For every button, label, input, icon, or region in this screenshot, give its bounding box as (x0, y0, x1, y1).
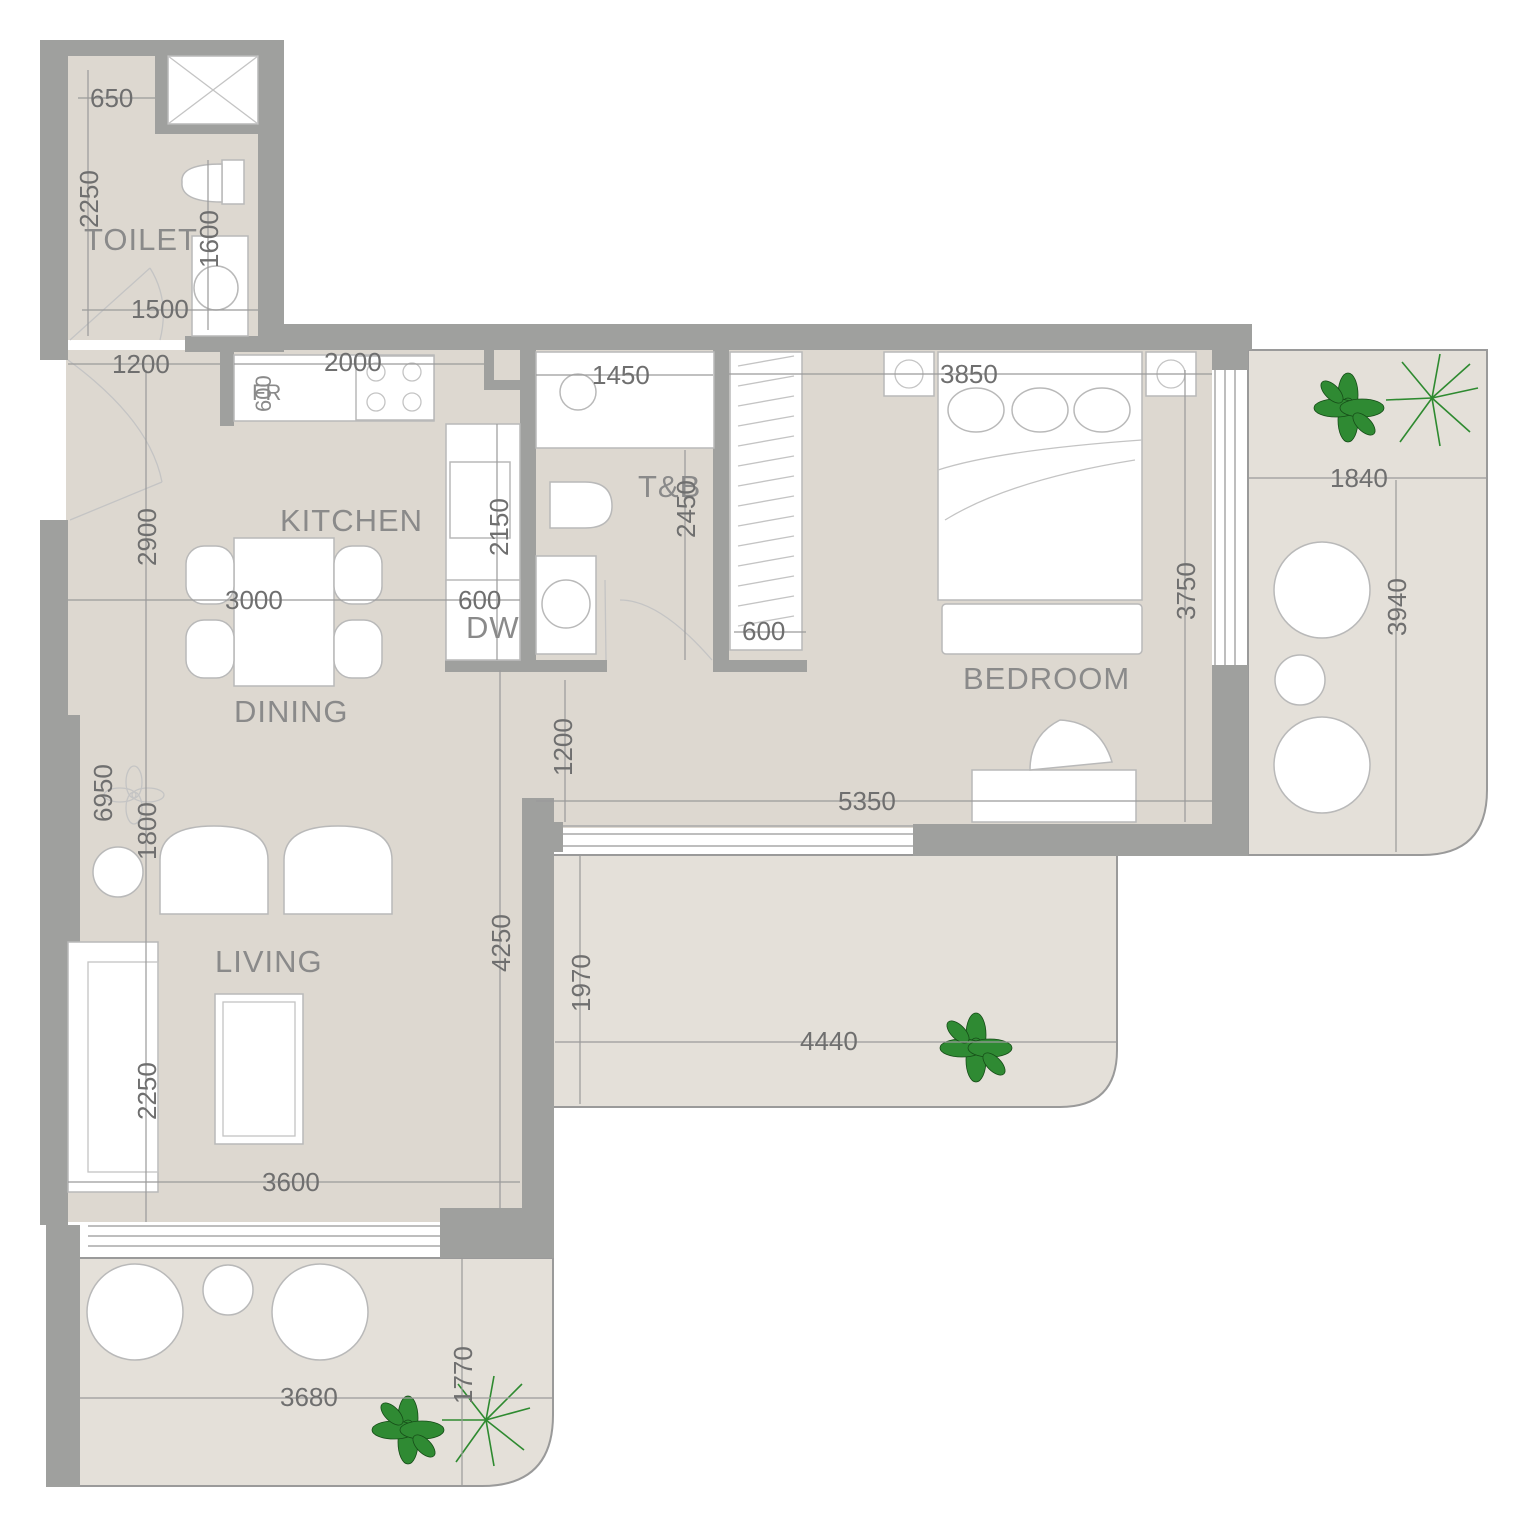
dim-balcony-1840: 1840 (1330, 463, 1388, 493)
dim-bedroom-3850: 3850 (940, 359, 998, 389)
walls (40, 40, 1252, 1487)
plant-icon (939, 1012, 1013, 1083)
dim-toilet-1500: 1500 (131, 294, 189, 324)
dim-balcony-3940: 3940 (1382, 578, 1412, 636)
dim-toilet-1600: 1600 (194, 210, 224, 268)
dimension-lines (68, 70, 1487, 1486)
bedroom-label: BEDROOM (963, 661, 1130, 696)
dim-fridge-600: 600 (251, 375, 276, 412)
dim-living-4250: 4250 (486, 914, 516, 972)
tb-label: T&B (638, 469, 701, 504)
windows (88, 370, 1236, 1247)
dim-living-1800: 1800 (132, 802, 162, 860)
dim-toilet-650: 650 (90, 83, 133, 113)
dim-kitchen-2150: 2150 (484, 498, 514, 556)
dim-terrace-4440: 4440 (800, 1026, 858, 1056)
dim-living-2250: 2250 (132, 1062, 162, 1120)
plant-icon (1313, 372, 1385, 443)
dim-door-1200: 1200 (548, 718, 578, 776)
dim-dining-3000: 3000 (225, 585, 283, 615)
dim-entry-1200: 1200 (112, 349, 170, 379)
dim-kitchen-2900: 2900 (132, 508, 162, 566)
dim-balcony-1770: 1770 (448, 1346, 478, 1404)
palm-icon (1385, 353, 1479, 447)
dim-terrace-1970: 1970 (566, 954, 596, 1012)
living-label: LIVING (215, 944, 323, 979)
furniture (67, 55, 1479, 1467)
room-labels: TOILET KITCHEN DINING LIVING BEDROOM T&B… (84, 222, 1130, 979)
dim-dw-600: 600 (458, 585, 501, 615)
plant-icon (371, 1395, 445, 1465)
dim-balcony-3680: 3680 (280, 1382, 338, 1412)
dim-bedroom-5350: 5350 (838, 786, 896, 816)
dim-tb-2450: 2450 (671, 480, 701, 538)
dim-toilet-2250: 2250 (74, 170, 104, 228)
kitchen-label: KITCHEN (280, 503, 423, 538)
dim-wardrobe-600: 600 (742, 616, 785, 646)
toilet-label: TOILET (84, 222, 198, 257)
dim-kitchen-2000: 2000 (324, 347, 382, 377)
dim-total-6950: 6950 (88, 764, 118, 822)
fridge-label: FR (252, 380, 281, 405)
dishwasher-label: DW (466, 610, 520, 645)
dim-tb-1450: 1450 (592, 360, 650, 390)
dim-bedroom-3750: 3750 (1171, 562, 1201, 620)
plant-icon (103, 765, 165, 825)
dim-living-3600: 3600 (262, 1167, 320, 1197)
dining-label: DINING (234, 694, 349, 729)
dimension-labels: 650 2250 1600 1500 1200 2000 600 1450 38… (74, 83, 1412, 1412)
